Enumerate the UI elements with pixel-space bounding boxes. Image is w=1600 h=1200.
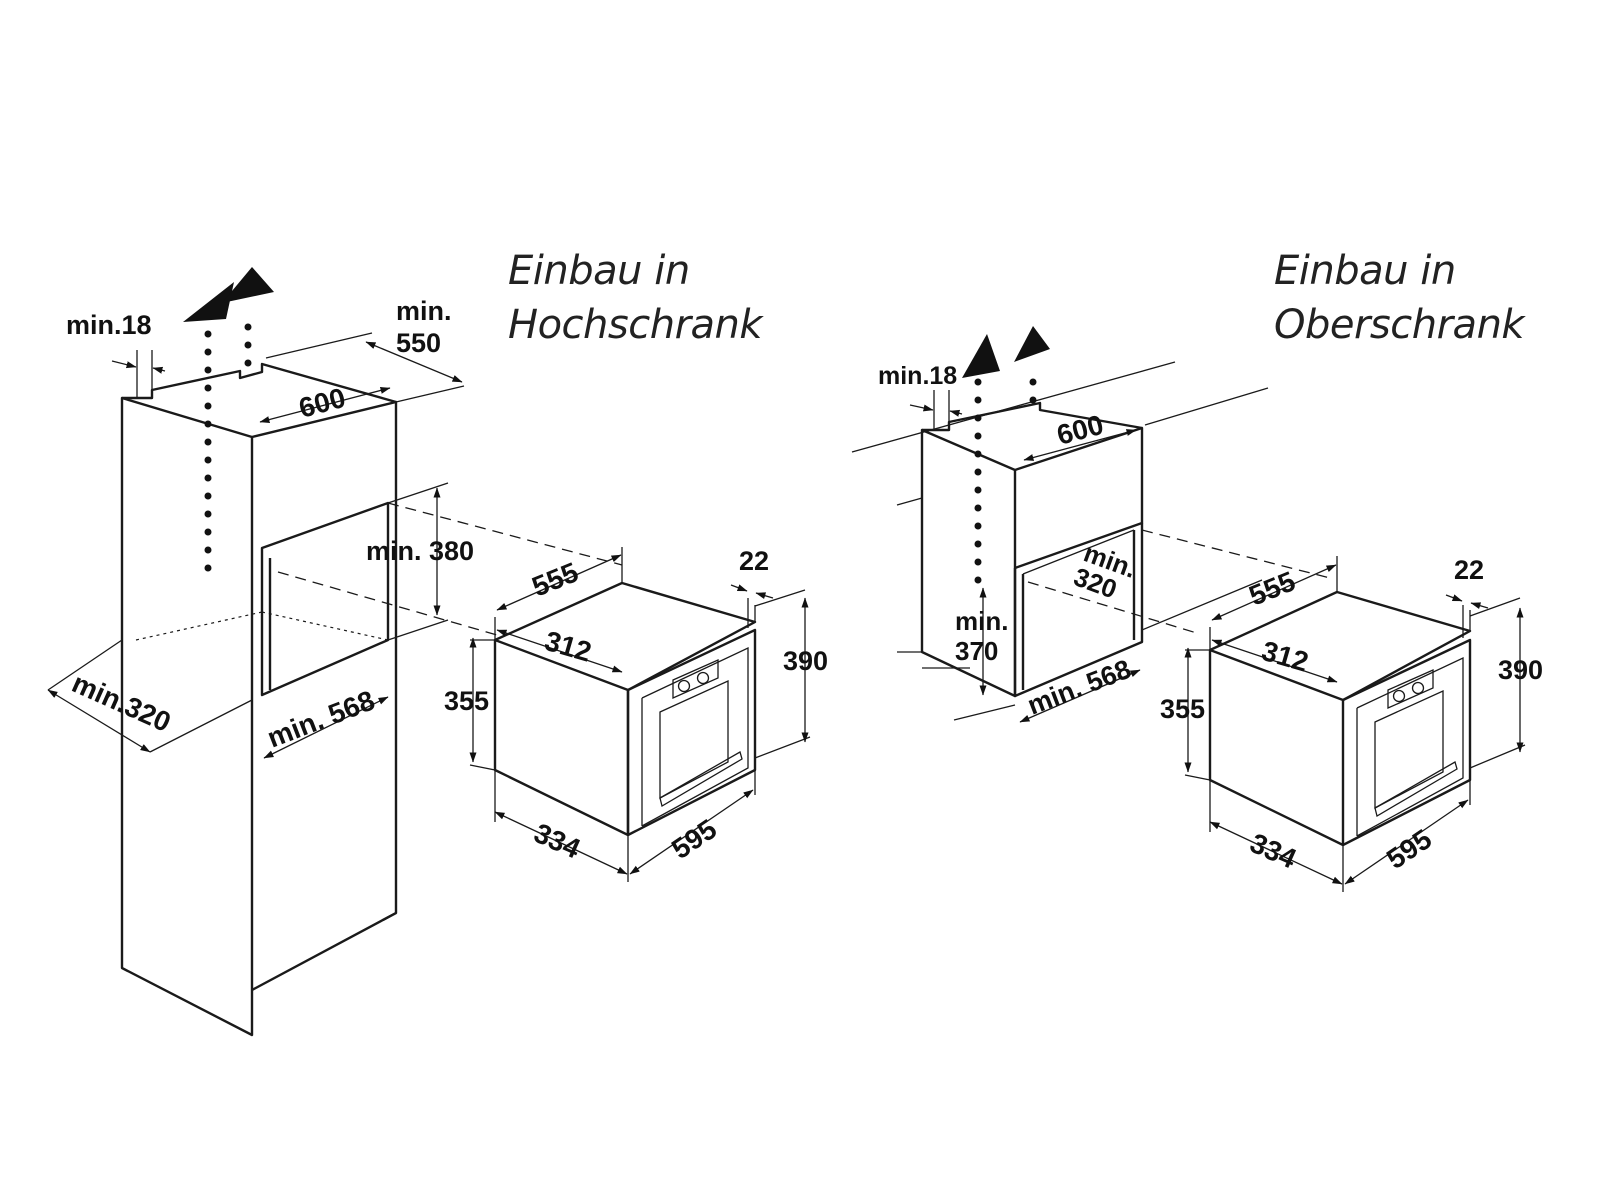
- label-right-min18: min.18: [878, 362, 957, 390]
- labels-left: min.18 min. 550 600 min. 380 min.320 min…: [66, 296, 828, 865]
- left-title: Einbau in Hochschrank: [508, 244, 763, 352]
- label-left-height-390: 390: [783, 646, 828, 676]
- label-left-min18: min.18: [66, 310, 152, 340]
- label-right-min370-b: 370: [955, 636, 998, 666]
- label-right-min568: min. 568: [1023, 654, 1135, 721]
- label-right-depth-334: 334: [1246, 827, 1302, 874]
- label-left-depth-555: 555: [528, 556, 583, 602]
- left-title-line1: Einbau in: [508, 248, 690, 294]
- dimensions-right-cabinet: [909, 390, 1141, 723]
- right-title-line1: Einbau in: [1274, 248, 1456, 294]
- left-title-line2: Hochschrank: [508, 302, 763, 348]
- label-right-depth-555: 555: [1245, 565, 1300, 611]
- air-flow-left: [183, 267, 274, 572]
- label-left-width-600: 600: [296, 382, 349, 424]
- label-right-min370-a: min.: [955, 606, 1008, 636]
- oven-right: [1184, 556, 1526, 892]
- label-left-min380: min. 380: [366, 536, 474, 566]
- label-right-width-600: 600: [1054, 409, 1107, 451]
- air-flow-right: [962, 326, 1050, 584]
- label-left-min550-a: min.: [396, 296, 452, 326]
- label-left-min568: min. 568: [263, 685, 379, 754]
- label-right-height-390: 390: [1498, 655, 1543, 685]
- label-left-depth-334: 334: [530, 817, 586, 864]
- label-left-height-355: 355: [444, 686, 489, 716]
- dimensions-left-cabinet: [47, 332, 465, 759]
- dimensions-left-oven: [469, 554, 809, 875]
- label-right-width-595: 595: [1381, 823, 1437, 875]
- label-left-min550-b: 550: [396, 328, 441, 358]
- right-title-line2: Oberschrank: [1274, 302, 1525, 348]
- label-left-front-22: 22: [739, 546, 769, 576]
- dimensions-right-oven: [1184, 564, 1524, 885]
- label-right-height-355: 355: [1160, 694, 1205, 724]
- right-title: Einbau in Oberschrank: [1274, 244, 1525, 352]
- label-right-front-22: 22: [1454, 555, 1484, 585]
- oven-left: [469, 547, 811, 882]
- label-left-width-595: 595: [666, 813, 722, 865]
